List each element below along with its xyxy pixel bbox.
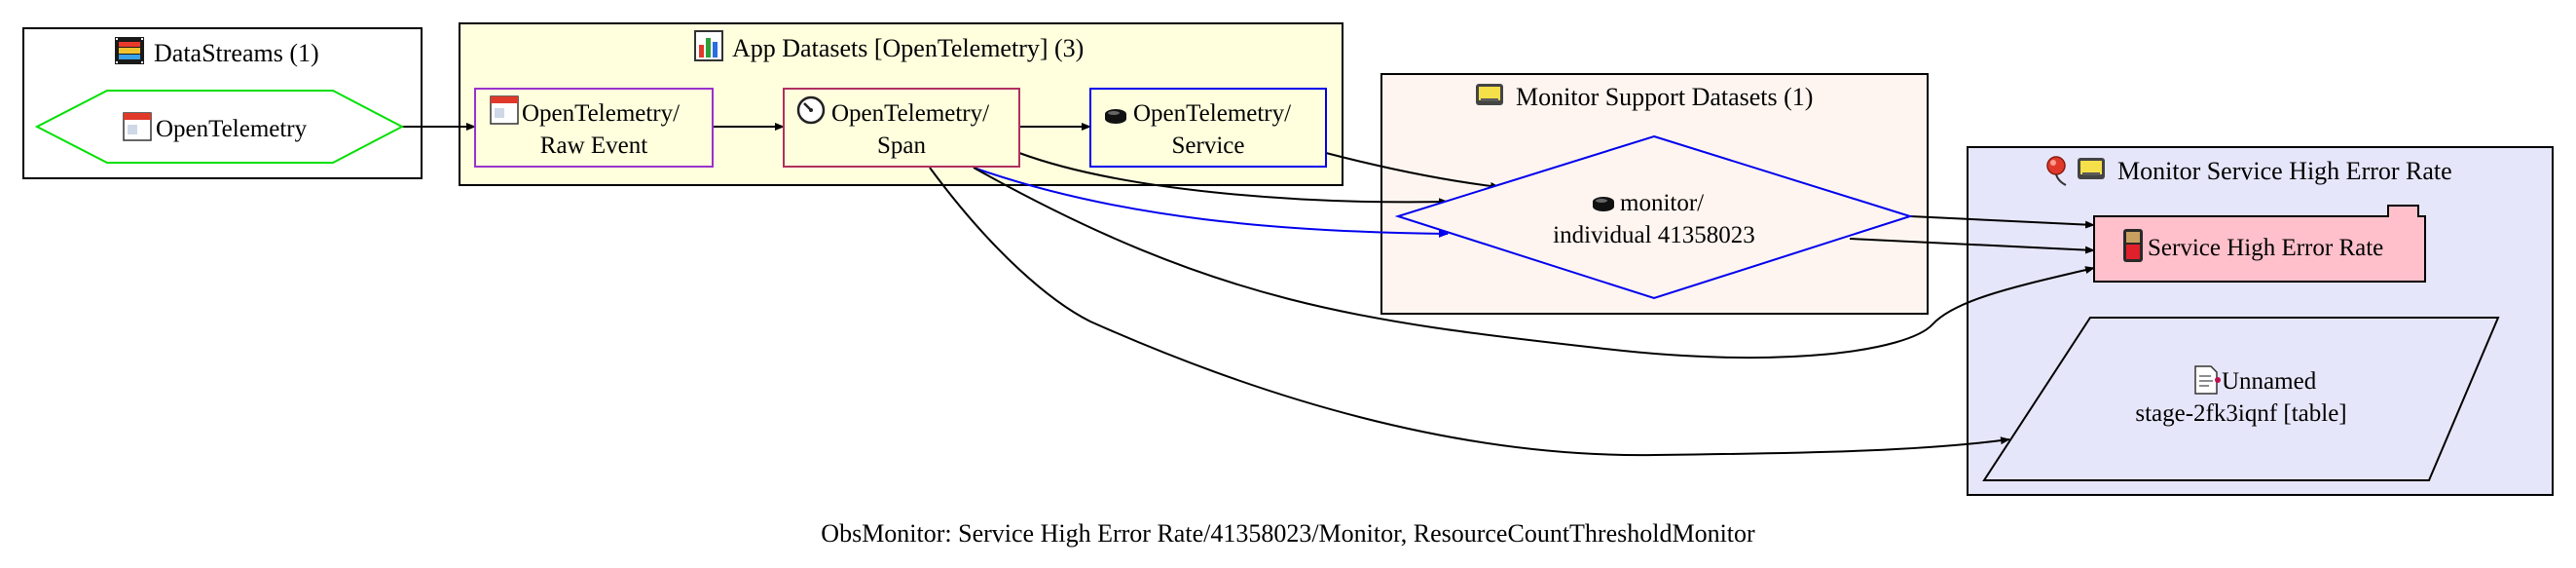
edge-service-to-monitor-individual	[1325, 152, 1500, 190]
cluster-label-monitor: Monitor Service High Error Rate	[2117, 157, 2452, 185]
node-datastream-opentelemetry[interactable]: OpenTelemetry	[34, 90, 405, 164]
edge-span-to-error-rate	[973, 167, 2095, 360]
monitor-icon	[1476, 84, 1503, 105]
battery-icon	[2123, 229, 2143, 262]
node-service[interactable]: OpenTelemetry/ Service	[1089, 88, 1327, 168]
node-label: OpenTelemetry	[156, 116, 308, 142]
node-label-line2: Raw Event	[540, 133, 647, 159]
edge-monitor-individual-to-error-rate-2	[1849, 238, 2095, 254]
node-label-line2: individual 41358023	[1553, 222, 1755, 248]
node-label-line2: Service	[1172, 133, 1245, 159]
pin-icon	[2046, 156, 2067, 186]
edges	[402, 123, 2095, 457]
cluster-label-app-datasets: App Datasets [OpenTelemetry] (3)	[732, 34, 1084, 62]
node-service-high-error-rate[interactable]: Service High Error Rate	[2093, 205, 2426, 283]
node-label-line2: Span	[877, 133, 927, 159]
node-label-line1: Unnamed	[2222, 368, 2317, 395]
node-label-line2: stage-2fk3iqnf [table]	[2135, 400, 2346, 427]
document-icon	[2194, 365, 2221, 395]
edge-span-to-monitor-individual-blue	[973, 167, 1449, 238]
puck-icon	[1593, 197, 1614, 211]
bar-chart-icon	[694, 30, 723, 61]
node-label-line1: OpenTelemetry/	[522, 100, 680, 127]
diagram-caption: ObsMonitor: Service High Error Rate/4135…	[821, 519, 1755, 548]
node-label-line1: monitor/	[1620, 190, 1704, 216]
puck-icon	[1105, 109, 1126, 124]
node-monitor-individual[interactable]: monitor/ individual 41358023	[1394, 134, 1914, 300]
node-label: Service High Error Rate	[2148, 235, 2383, 261]
window-icon	[490, 95, 519, 125]
node-label-line1: OpenTelemetry/	[831, 100, 989, 127]
cluster-label-monitor-support: Monitor Support Datasets (1)	[1516, 83, 1813, 111]
edge-span-to-unnamed	[929, 167, 2010, 457]
edge-monitor-individual-to-error-rate-1	[1909, 215, 2095, 229]
film-strip-icon	[115, 37, 144, 64]
monitor-icon	[2078, 158, 2105, 179]
stopwatch-icon	[796, 95, 826, 125]
edge-span-to-monitor-individual	[1018, 152, 1449, 207]
node-span[interactable]: OpenTelemetry/ Span	[783, 88, 1020, 168]
window-icon	[123, 112, 152, 141]
node-label-line1: OpenTelemetry/	[1133, 100, 1291, 127]
node-unnamed-table[interactable]: Unnamed stage-2fk3iqnf [table]	[1982, 317, 2500, 481]
cluster-label-datastreams: DataStreams (1)	[154, 39, 319, 67]
node-raw-event[interactable]: OpenTelemetry/ Raw Event	[474, 88, 714, 168]
